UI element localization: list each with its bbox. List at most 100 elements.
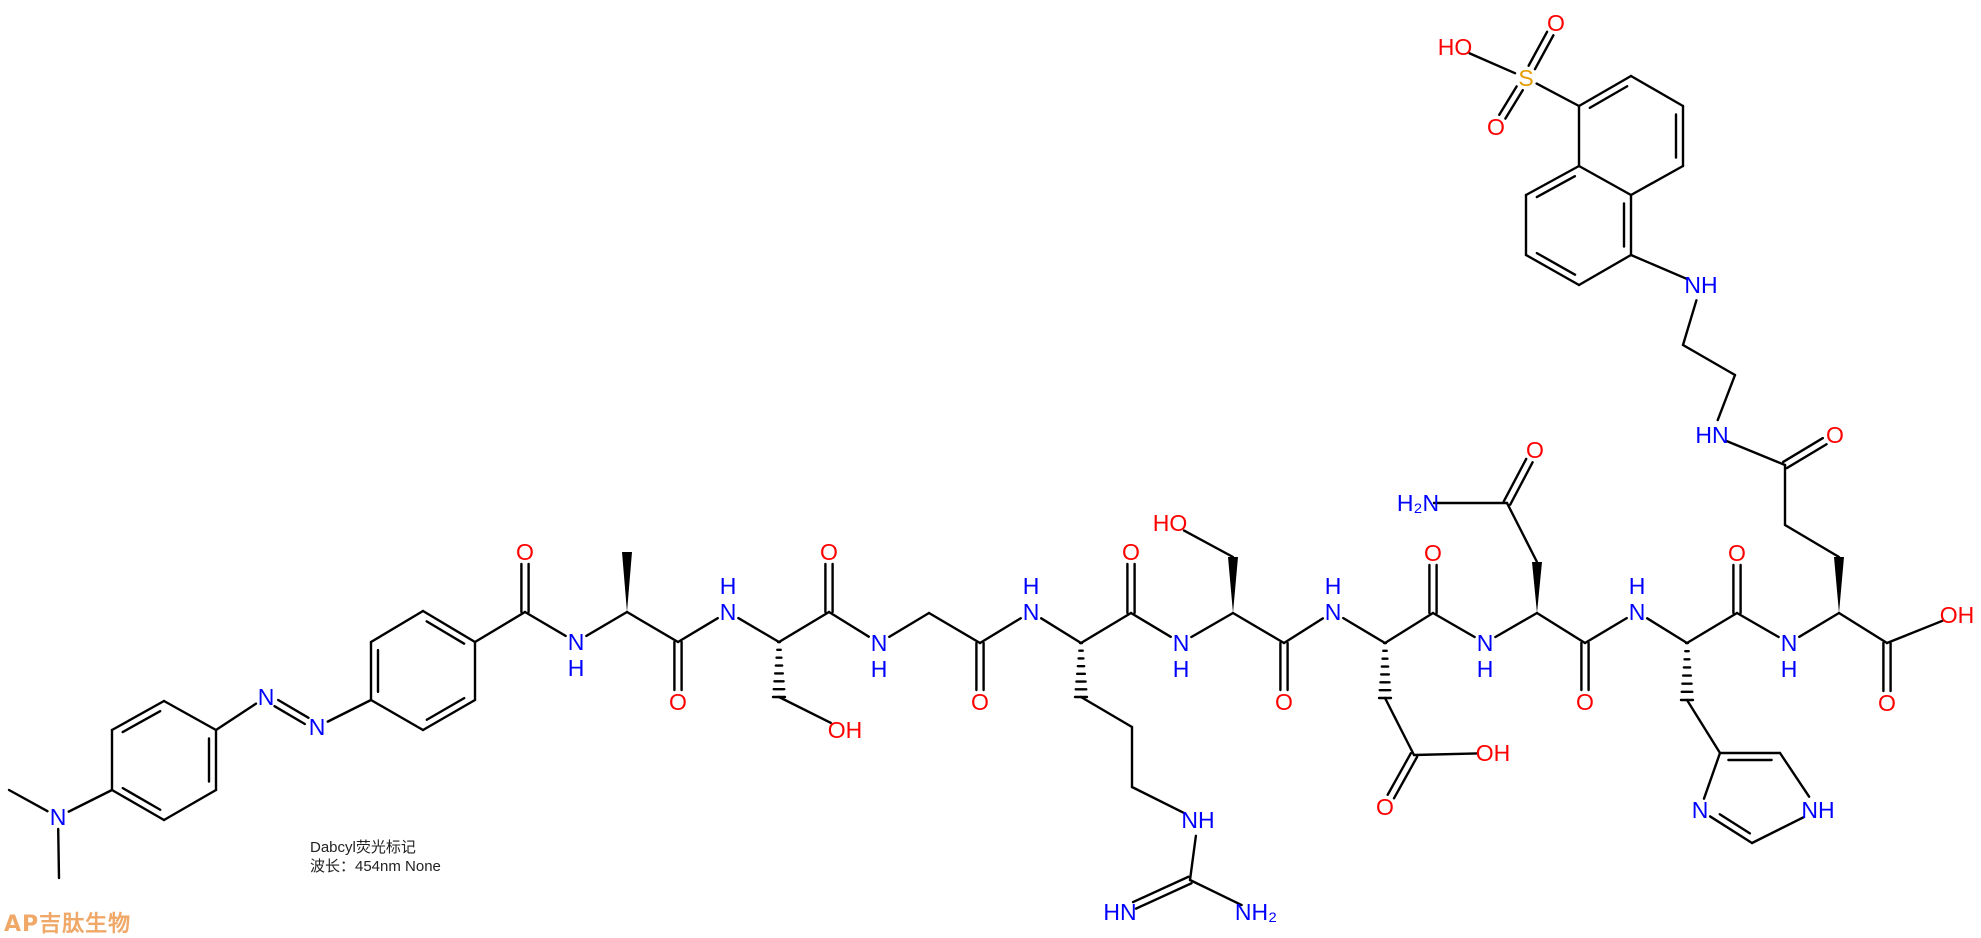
single-bond xyxy=(1778,751,1811,798)
atom-label-o14: O xyxy=(1728,540,1746,566)
atom-label-n7: NH₂ xyxy=(1235,899,1277,925)
single-bond xyxy=(1079,695,1134,729)
single-bond xyxy=(625,610,680,644)
atom-label-hn13: H xyxy=(1781,656,1798,682)
atom-label-o12: O xyxy=(1526,437,1544,463)
watermark-logo: AP吉肽生物 xyxy=(4,912,132,937)
aromatic-bond xyxy=(421,609,477,644)
aromatic-inner-bond xyxy=(1588,85,1629,110)
atom-label-s: S xyxy=(1518,65,1533,91)
aromatic-inner-bond xyxy=(1535,175,1577,199)
atom-label-o1: O xyxy=(516,539,534,565)
aromatic-bond xyxy=(110,699,166,732)
atom-label-o10: O xyxy=(1376,794,1394,820)
double-bond xyxy=(1502,457,1528,503)
single-bond xyxy=(1681,299,1698,347)
single-bond xyxy=(1645,617,1689,645)
single-bond xyxy=(1583,616,1628,645)
single-bond xyxy=(1079,611,1133,645)
aromatic-inner-bond xyxy=(121,786,162,811)
atom-label-o19: O xyxy=(1547,10,1565,36)
aromatic-inner-bond xyxy=(121,709,162,734)
aromatic-inner-bond xyxy=(1718,813,1752,835)
wedge-bond xyxy=(1228,557,1238,613)
wedge-bond xyxy=(1532,562,1542,613)
atom-label-o5: O xyxy=(971,689,989,715)
single-bond xyxy=(1629,74,1685,108)
single-bond xyxy=(1629,253,1688,280)
atom-label-o17: O xyxy=(1878,690,1896,716)
single-bond xyxy=(1468,52,1517,75)
single-bond xyxy=(1685,611,1739,645)
double-bond xyxy=(276,698,310,720)
double-bond xyxy=(1392,755,1419,800)
caption-line-1: Dabcyl荧光标记 xyxy=(310,839,416,856)
wedge-bond xyxy=(1834,557,1844,613)
single-bond xyxy=(1383,611,1435,645)
atom-label-n0: N xyxy=(50,804,67,830)
atom-label-o18: HO xyxy=(1438,34,1473,60)
atom-label-hn1: H xyxy=(568,655,585,681)
double-bond xyxy=(1781,436,1825,464)
single-bond xyxy=(888,611,931,639)
atom-label-n6: HN xyxy=(1103,899,1136,925)
aromatic-bond xyxy=(1524,253,1581,287)
single-bond xyxy=(676,616,719,644)
single-bond xyxy=(1412,752,1479,757)
single-bond xyxy=(1702,751,1722,800)
single-bond xyxy=(1130,785,1185,815)
atom-label-n1: N xyxy=(568,629,585,655)
aromatic-inner-bond xyxy=(425,696,466,721)
atom-label-hn9: H xyxy=(1325,573,1342,599)
single-bond xyxy=(978,617,1022,645)
single-bond xyxy=(1577,253,1633,287)
single-bond xyxy=(67,788,114,813)
single-bond xyxy=(1716,373,1737,422)
atom-label-n8: N xyxy=(1173,630,1190,656)
label-caption: Dabcyl荧光标记 波长：454nm None xyxy=(310,838,441,876)
atom-label-hn12: H xyxy=(1629,573,1646,599)
single-bond xyxy=(1681,343,1737,377)
double-bond xyxy=(1785,443,1828,470)
atom-label-hn8: H xyxy=(1173,656,1190,682)
atom-label-hn4: H xyxy=(1023,573,1040,599)
caption-line-2: 波长：454nm None xyxy=(310,858,441,875)
atom-label-n9: N xyxy=(1325,599,1342,625)
aromatic-bond xyxy=(1708,815,1754,845)
aromatic-bond xyxy=(1577,74,1633,108)
single-bond xyxy=(1783,523,1841,559)
single-bond xyxy=(1039,617,1083,645)
atom-label-o8: O xyxy=(1275,689,1293,715)
atom-label-n10: N xyxy=(1477,630,1494,656)
single-bond xyxy=(1725,439,1787,467)
atom-label-n12: N xyxy=(1629,599,1646,625)
single-bond xyxy=(326,698,373,723)
single-bond xyxy=(369,609,425,644)
aromatic-inner-bond xyxy=(425,620,466,645)
single-bond xyxy=(1129,611,1172,639)
single-bond xyxy=(1750,815,1805,845)
atom-label-o15: O xyxy=(1826,422,1844,448)
single-bond xyxy=(1685,698,1722,755)
wedge-bond xyxy=(622,552,632,612)
single-bond xyxy=(777,695,832,725)
single-bond xyxy=(1505,501,1539,564)
single-bond xyxy=(1231,611,1286,645)
single-bond xyxy=(1885,619,1944,645)
atom-label-o11: O xyxy=(1424,540,1442,566)
single-bond xyxy=(1798,611,1841,639)
double-bond xyxy=(1504,88,1525,120)
single-bond xyxy=(927,611,982,645)
atom-label-o6: O xyxy=(1122,539,1140,565)
single-bond xyxy=(1188,834,1198,882)
single-bond xyxy=(1188,878,1243,907)
atom-label-o4: O xyxy=(820,539,838,565)
atom-label-o20: O xyxy=(1487,114,1505,140)
atom-label-o9: OH xyxy=(1476,740,1511,766)
single-bond xyxy=(162,788,218,822)
atom-label-hn1: NH xyxy=(1801,797,1834,823)
atom-label-n2: N xyxy=(720,599,737,625)
single-bond xyxy=(1494,611,1539,639)
aromatic-bond xyxy=(421,698,477,732)
single-bond xyxy=(1577,164,1633,197)
